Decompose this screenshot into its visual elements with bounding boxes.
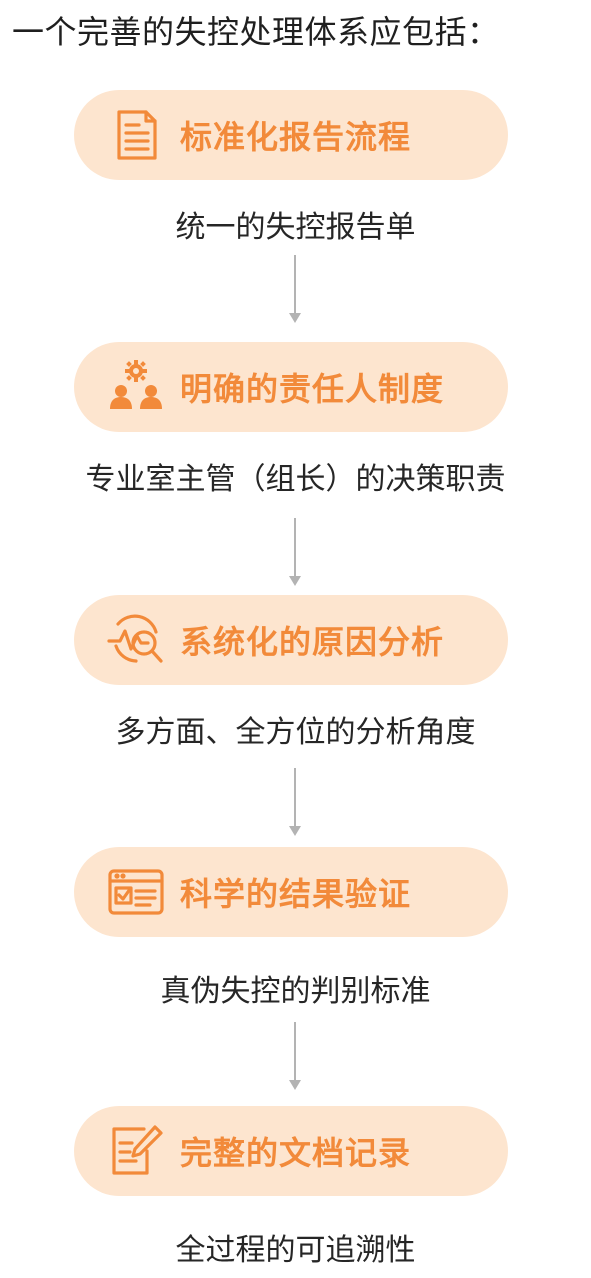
step-complete-documentation: 完整的文档记录	[74, 1106, 508, 1196]
down-arrow-icon	[287, 1022, 303, 1092]
step-standard-report-process: 标准化报告流程	[74, 90, 508, 180]
step-description: 真伪失控的判别标准	[160, 974, 431, 1009]
step-clear-responsibility: 明确的责任人制度	[74, 342, 508, 432]
step-label: 标准化报告流程	[180, 118, 412, 156]
down-arrow-icon	[287, 518, 303, 588]
step-description: 多方面、全方位的分析角度	[115, 715, 476, 750]
step-label: 完整的文档记录	[180, 1134, 412, 1172]
down-arrow-icon	[287, 768, 303, 838]
analysis-magnifier-icon	[106, 610, 166, 670]
document-icon	[106, 105, 166, 165]
step-label: 系统化的原因分析	[180, 623, 445, 661]
edit-document-icon	[106, 1121, 166, 1181]
step-label: 科学的结果验证	[180, 875, 412, 913]
step-systematic-analysis: 系统化的原因分析	[74, 595, 508, 685]
checklist-window-icon	[106, 862, 166, 922]
step-scientific-validation: 科学的结果验证	[74, 847, 508, 937]
step-description: 专业室主管（组长）的决策职责	[85, 462, 506, 497]
down-arrow-icon	[287, 255, 303, 325]
step-description: 全过程的可追溯性	[175, 1233, 416, 1268]
step-label: 明确的责任人制度	[180, 370, 445, 408]
team-gear-icon	[106, 357, 166, 417]
page-title: 一个完善的失控处理体系应包括：	[12, 13, 500, 51]
step-description: 统一的失控报告单	[175, 210, 416, 245]
